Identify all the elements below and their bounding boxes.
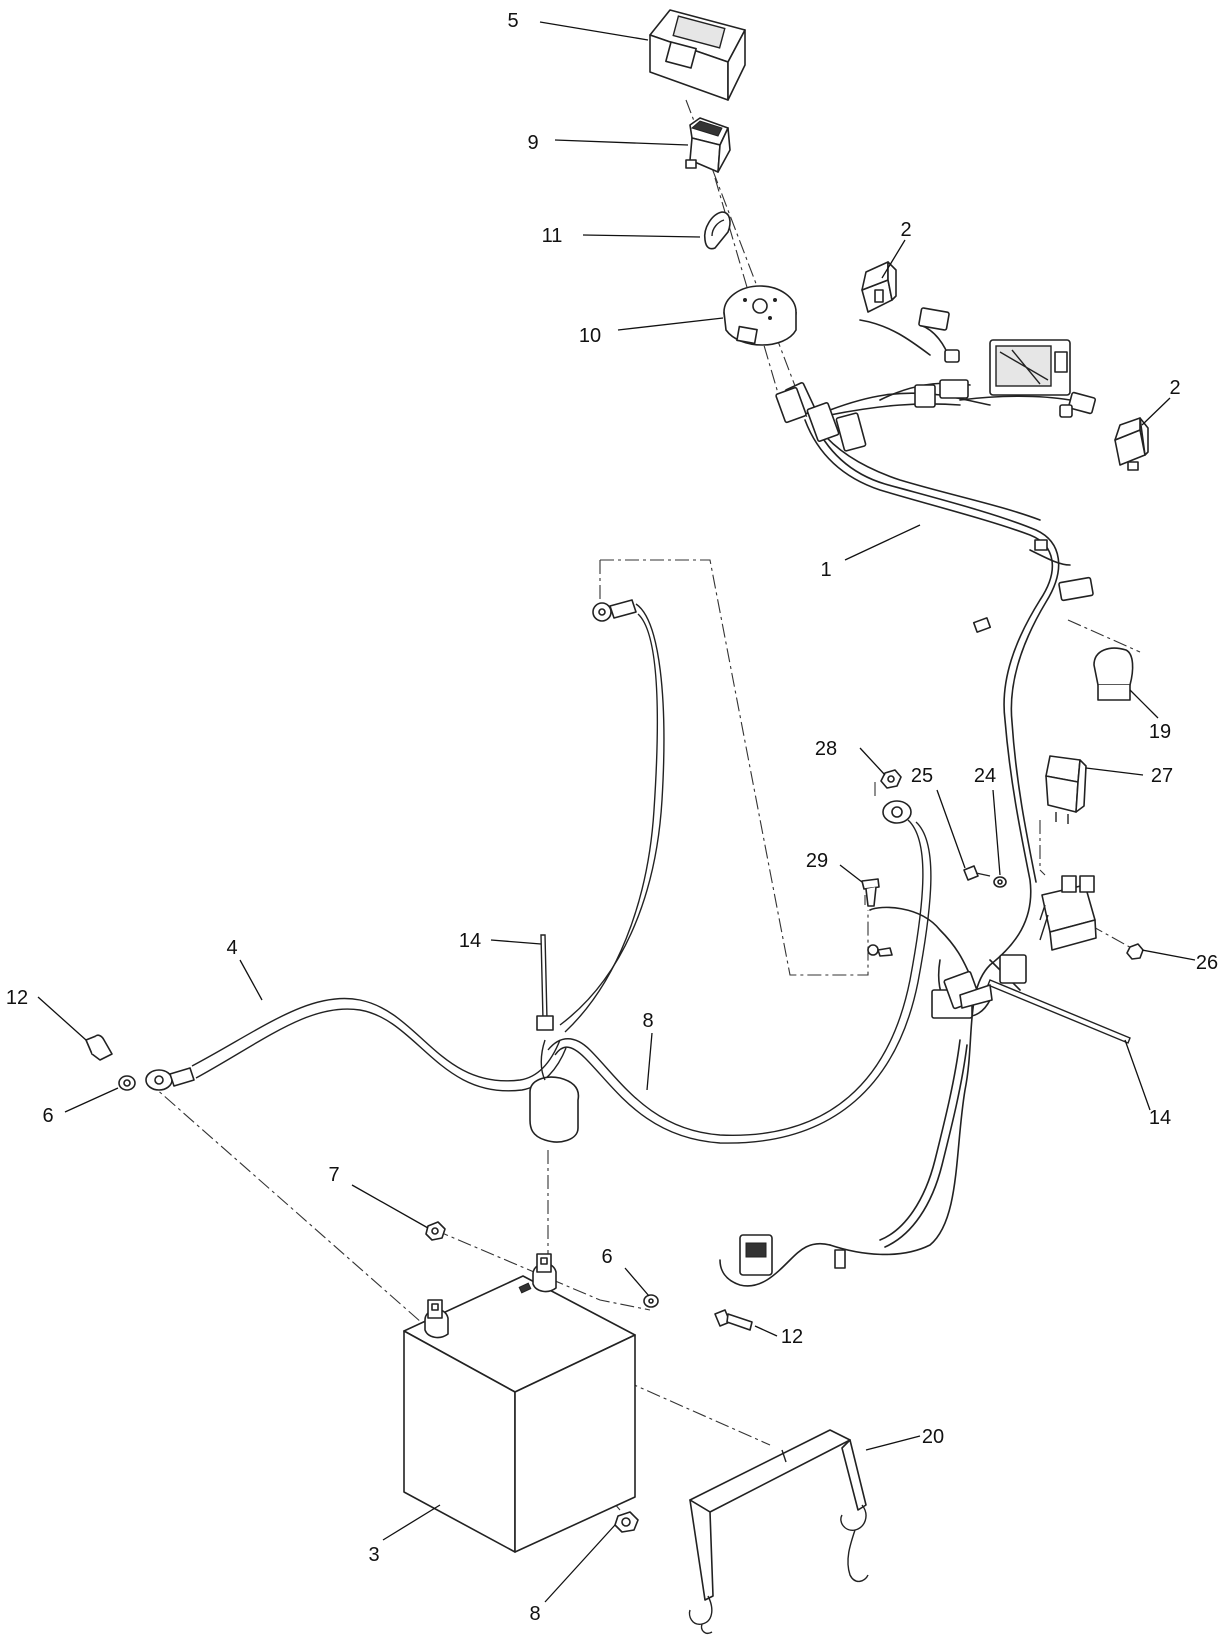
- callout-4: 4: [226, 937, 237, 959]
- assembly-centerlines: [145, 99, 1141, 1511]
- callout-29: 29: [806, 850, 828, 872]
- callout-5: 5: [507, 10, 518, 32]
- part-key: [703, 211, 731, 250]
- callout-24: 24: [974, 765, 996, 787]
- part-battery: [403, 1253, 636, 1553]
- callout-11: 11: [542, 225, 563, 247]
- leader-lines: [37, 21, 1196, 1603]
- callout-labels: 5 9 11 10 2 2 1 19 27 28 25 24 26 29 14 …: [6, 10, 1218, 1625]
- callout-10: 10: [579, 325, 601, 347]
- part-hold-down-bracket: [688, 1429, 869, 1634]
- callout-9: 9: [527, 132, 538, 154]
- callout-12-left: 12: [6, 987, 28, 1009]
- callout-20: 20: [922, 1426, 944, 1448]
- callout-3: 3: [368, 1544, 379, 1566]
- part-switch-right: [1114, 417, 1149, 471]
- callout-1: 1: [820, 559, 831, 581]
- callout-6-right: 6: [601, 1246, 612, 1268]
- callout-14-left: 14: [459, 930, 481, 952]
- cable-negative: [145, 997, 567, 1092]
- part-ignition-switch: [723, 285, 807, 424]
- callout-12-right: 12: [781, 1326, 803, 1348]
- hardware-right: [425, 1221, 753, 1533]
- callout-7: 8: [642, 1010, 653, 1032]
- wire-harness: [719, 319, 1071, 1287]
- callout-14-right: 14: [1149, 1107, 1171, 1129]
- callout-6-left: 6: [42, 1105, 53, 1127]
- cable-positive: [547, 819, 932, 1144]
- part-rocker-switch: [685, 117, 731, 173]
- part-relay: [1045, 755, 1087, 824]
- callout-2-right: 2: [1169, 377, 1180, 399]
- callout-2-upper: 2: [900, 219, 911, 241]
- callout-19: 19: [1149, 721, 1171, 743]
- hardware-small: [861, 769, 1144, 960]
- callout-26: 26: [1196, 952, 1218, 974]
- tie-wrap-left: [529, 934, 580, 1143]
- part-switch-upper: [861, 261, 897, 313]
- callout-25: 25: [911, 765, 933, 787]
- part-fuse-block: [1039, 875, 1097, 951]
- callout-8-lower: 8: [529, 1603, 540, 1625]
- cable-upper: [559, 599, 665, 1033]
- callout-8-upper: 7: [328, 1164, 339, 1186]
- part-sensor: [1093, 647, 1134, 701]
- callout-27: 27: [1151, 765, 1173, 787]
- callout-28: 28: [815, 738, 837, 760]
- part-hour-meter: [649, 9, 746, 101]
- tie-wrap-right: [959, 979, 1131, 1044]
- harness-connectors: [739, 307, 1097, 1276]
- hardware-left: [85, 1034, 136, 1091]
